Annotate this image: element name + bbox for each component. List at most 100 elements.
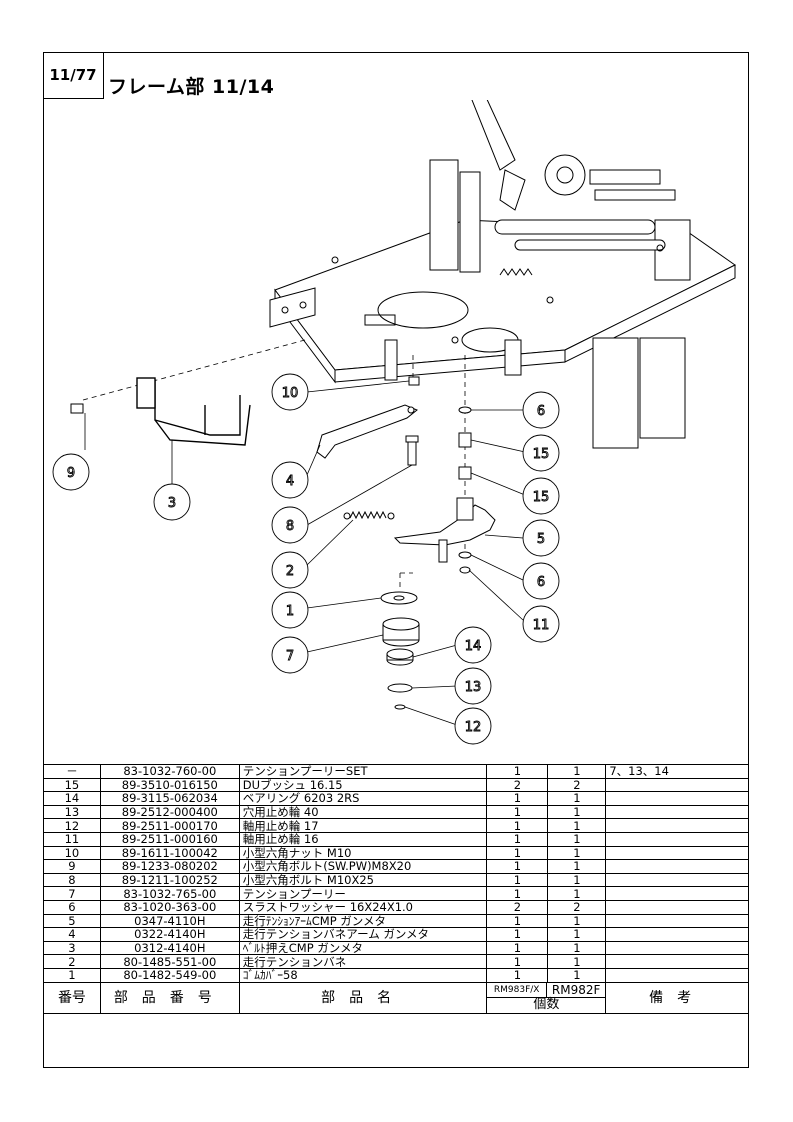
- svg-text:13: 13: [465, 680, 482, 695]
- cell-note: [605, 804, 749, 820]
- callout-5: 5: [522, 519, 560, 557]
- cell-q2: 2: [547, 899, 607, 915]
- callout-3: 3: [153, 483, 191, 521]
- header-quantity: RM983F/X RM982F 個数: [486, 981, 607, 1014]
- cell-q2: 1: [547, 967, 607, 983]
- cell-part: 0322-4140H: [99, 927, 240, 942]
- cell-no: 1: [43, 967, 101, 983]
- svg-text:15: 15: [533, 447, 550, 462]
- part-6-washer-lower: [458, 551, 472, 559]
- cell-q1: 1: [486, 764, 549, 779]
- cell-no: 9: [43, 859, 101, 874]
- cell-no: 12: [43, 818, 101, 833]
- cell-no: 11: [43, 831, 101, 847]
- cell-q2: 1: [547, 818, 607, 833]
- cell-name: 小型六角ナット M10: [238, 845, 488, 861]
- svg-text:11: 11: [533, 618, 550, 633]
- cell-q1: 1: [486, 954, 549, 969]
- svg-text:10: 10: [282, 386, 299, 401]
- callout-11: 11: [522, 605, 560, 643]
- callout-13: 13: [454, 667, 492, 705]
- svg-text:3: 3: [168, 496, 176, 511]
- callout-4: 4: [271, 461, 309, 499]
- part-7-pulley: [382, 617, 420, 647]
- cell-note: [605, 859, 749, 874]
- svg-text:15: 15: [533, 490, 550, 505]
- callout-8: 8: [271, 506, 309, 544]
- cell-q2: 2: [547, 777, 607, 793]
- part-15-bush-upper: [458, 432, 472, 448]
- cell-q2: 1: [547, 886, 607, 901]
- page-title: フレーム部 11/14: [108, 76, 275, 98]
- cell-no: 14: [43, 791, 101, 806]
- cell-name: ベアリング 6203 2RS: [238, 791, 488, 806]
- cell-q1: 1: [486, 913, 549, 929]
- cell-part: 89-1611-100042: [99, 845, 240, 861]
- svg-text:2: 2: [286, 564, 294, 579]
- cell-q2: 1: [547, 927, 607, 942]
- cell-q2: 1: [547, 764, 607, 779]
- callout-9: 9: [52, 453, 90, 491]
- table-header-row: 番号 部品番号 部品名 RM983F/X RM982F 個数 備考: [43, 981, 749, 1014]
- header-part-name: 部品名: [238, 981, 488, 1014]
- cell-name: 小型六角ボルト M10X25: [238, 872, 488, 888]
- cell-part: 89-2511-000160: [99, 831, 240, 847]
- part-10-nut: [408, 376, 420, 386]
- cell-no: －: [43, 764, 101, 779]
- svg-text:5: 5: [537, 532, 545, 547]
- part-8-bolt: [405, 435, 419, 466]
- callout-circles: 10 9 3 6 15 15 4 8 2 5 6 1 11 7 14 13 12: [52, 373, 560, 745]
- frame-assembly: [269, 100, 736, 449]
- cell-part: 89-2511-000170: [99, 818, 240, 833]
- assembly-lines: [82, 339, 466, 590]
- part-15-bush-lower: [458, 466, 472, 480]
- cell-name: 軸用止め輪 17: [238, 818, 488, 833]
- cell-no: 15: [43, 777, 101, 793]
- cell-note: [605, 913, 749, 929]
- cell-note: 7、13、14: [605, 764, 749, 779]
- cell-note: [605, 777, 749, 793]
- cell-q1: 1: [486, 967, 549, 983]
- cell-q1: 1: [486, 872, 549, 888]
- callout-7: 7: [271, 636, 309, 674]
- cell-q2: 1: [547, 845, 607, 861]
- cell-part: 89-3510-016150: [99, 777, 240, 793]
- callout-15-upper: 15: [522, 434, 560, 472]
- cell-note: [605, 899, 749, 915]
- leader-lines: [84, 380, 526, 726]
- cell-note: [605, 872, 749, 888]
- svg-text:6: 6: [537, 575, 545, 590]
- callout-6-upper: 6: [522, 391, 560, 429]
- cell-q2: 1: [547, 831, 607, 847]
- cell-part: 89-1211-100252: [99, 872, 240, 888]
- cell-part: 0312-4140H: [99, 940, 240, 956]
- header-model-2: RM982F: [551, 982, 601, 997]
- cell-no: 3: [43, 940, 101, 956]
- callout-12: 12: [454, 707, 492, 745]
- cell-name: 走行ﾃﾝｼｮﾝｱｰﾑCMP ガンメタ: [238, 913, 488, 929]
- cell-name: テンションプーリー: [238, 886, 488, 901]
- cell-part: 83-1032-760-00: [99, 764, 240, 779]
- cell-name: ｺﾞﾑｶﾊﾞｰ58: [238, 967, 488, 983]
- part-6-washer-upper: [458, 406, 472, 414]
- callout-6-lower: 6: [522, 562, 560, 600]
- cell-name: スラストワッシャー 16X24X1.0: [238, 899, 488, 915]
- cell-q1: 1: [486, 845, 549, 861]
- part-14-bearing: [386, 648, 414, 666]
- cell-q2: 1: [547, 791, 607, 806]
